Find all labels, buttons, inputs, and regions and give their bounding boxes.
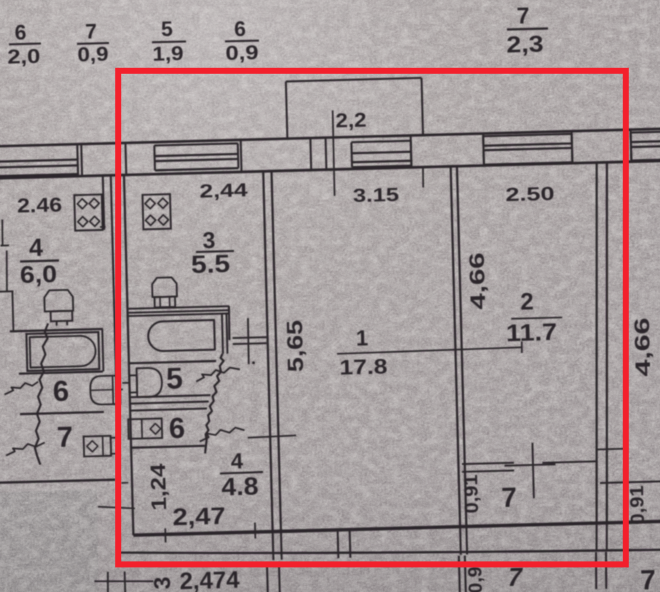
svg-text:5.5: 5.5	[191, 250, 231, 279]
svg-text:2,2: 2,2	[335, 110, 367, 133]
svg-text:6,0: 6,0	[20, 261, 58, 289]
svg-text:1,9: 1,9	[152, 43, 184, 66]
svg-text:4: 4	[231, 448, 245, 473]
svg-text:7: 7	[516, 2, 529, 28]
svg-text:4,66: 4,66	[631, 317, 656, 377]
svg-text:5,65: 5,65	[282, 320, 308, 373]
svg-text:0,9: 0,9	[77, 44, 109, 67]
svg-text:4: 4	[29, 234, 44, 262]
svg-text:7: 7	[505, 562, 526, 592]
svg-text:1: 1	[356, 325, 369, 350]
svg-text:3: 3	[202, 227, 215, 253]
svg-text:2: 2	[520, 288, 534, 315]
svg-text:2,474: 2,474	[179, 567, 240, 592]
svg-text:7: 7	[85, 20, 97, 43]
svg-text:7: 7	[501, 482, 517, 513]
svg-text:2,0: 2,0	[7, 46, 41, 69]
svg-text:6: 6	[14, 21, 26, 44]
svg-text:1,24: 1,24	[147, 463, 171, 511]
svg-text:0,91: 0,91	[461, 474, 483, 514]
svg-text:2.46: 2.46	[17, 194, 63, 217]
svg-text:2.50: 2.50	[505, 184, 555, 206]
svg-text:4,66: 4,66	[466, 252, 490, 310]
svg-text:6: 6	[53, 376, 70, 408]
svg-text:0,9: 0,9	[465, 566, 487, 592]
svg-text:5: 5	[166, 362, 184, 395]
svg-text:0,9: 0,9	[225, 42, 259, 65]
svg-text:3: 3	[149, 576, 175, 589]
svg-text:5: 5	[161, 18, 174, 41]
svg-text:17.8: 17.8	[339, 355, 388, 379]
svg-text:7: 7	[57, 422, 74, 454]
svg-text:2,44: 2,44	[199, 180, 248, 202]
svg-text:7: 7	[640, 564, 656, 592]
svg-text:2,47: 2,47	[172, 503, 226, 531]
svg-text:2,3: 2,3	[506, 31, 544, 58]
svg-text:4.8: 4.8	[221, 473, 259, 502]
svg-text:11.7: 11.7	[506, 319, 558, 347]
svg-text:3.15: 3.15	[353, 185, 400, 207]
svg-text:6: 6	[168, 413, 185, 445]
svg-text:6: 6	[234, 18, 246, 41]
svg-text:0,91: 0,91	[627, 485, 649, 525]
